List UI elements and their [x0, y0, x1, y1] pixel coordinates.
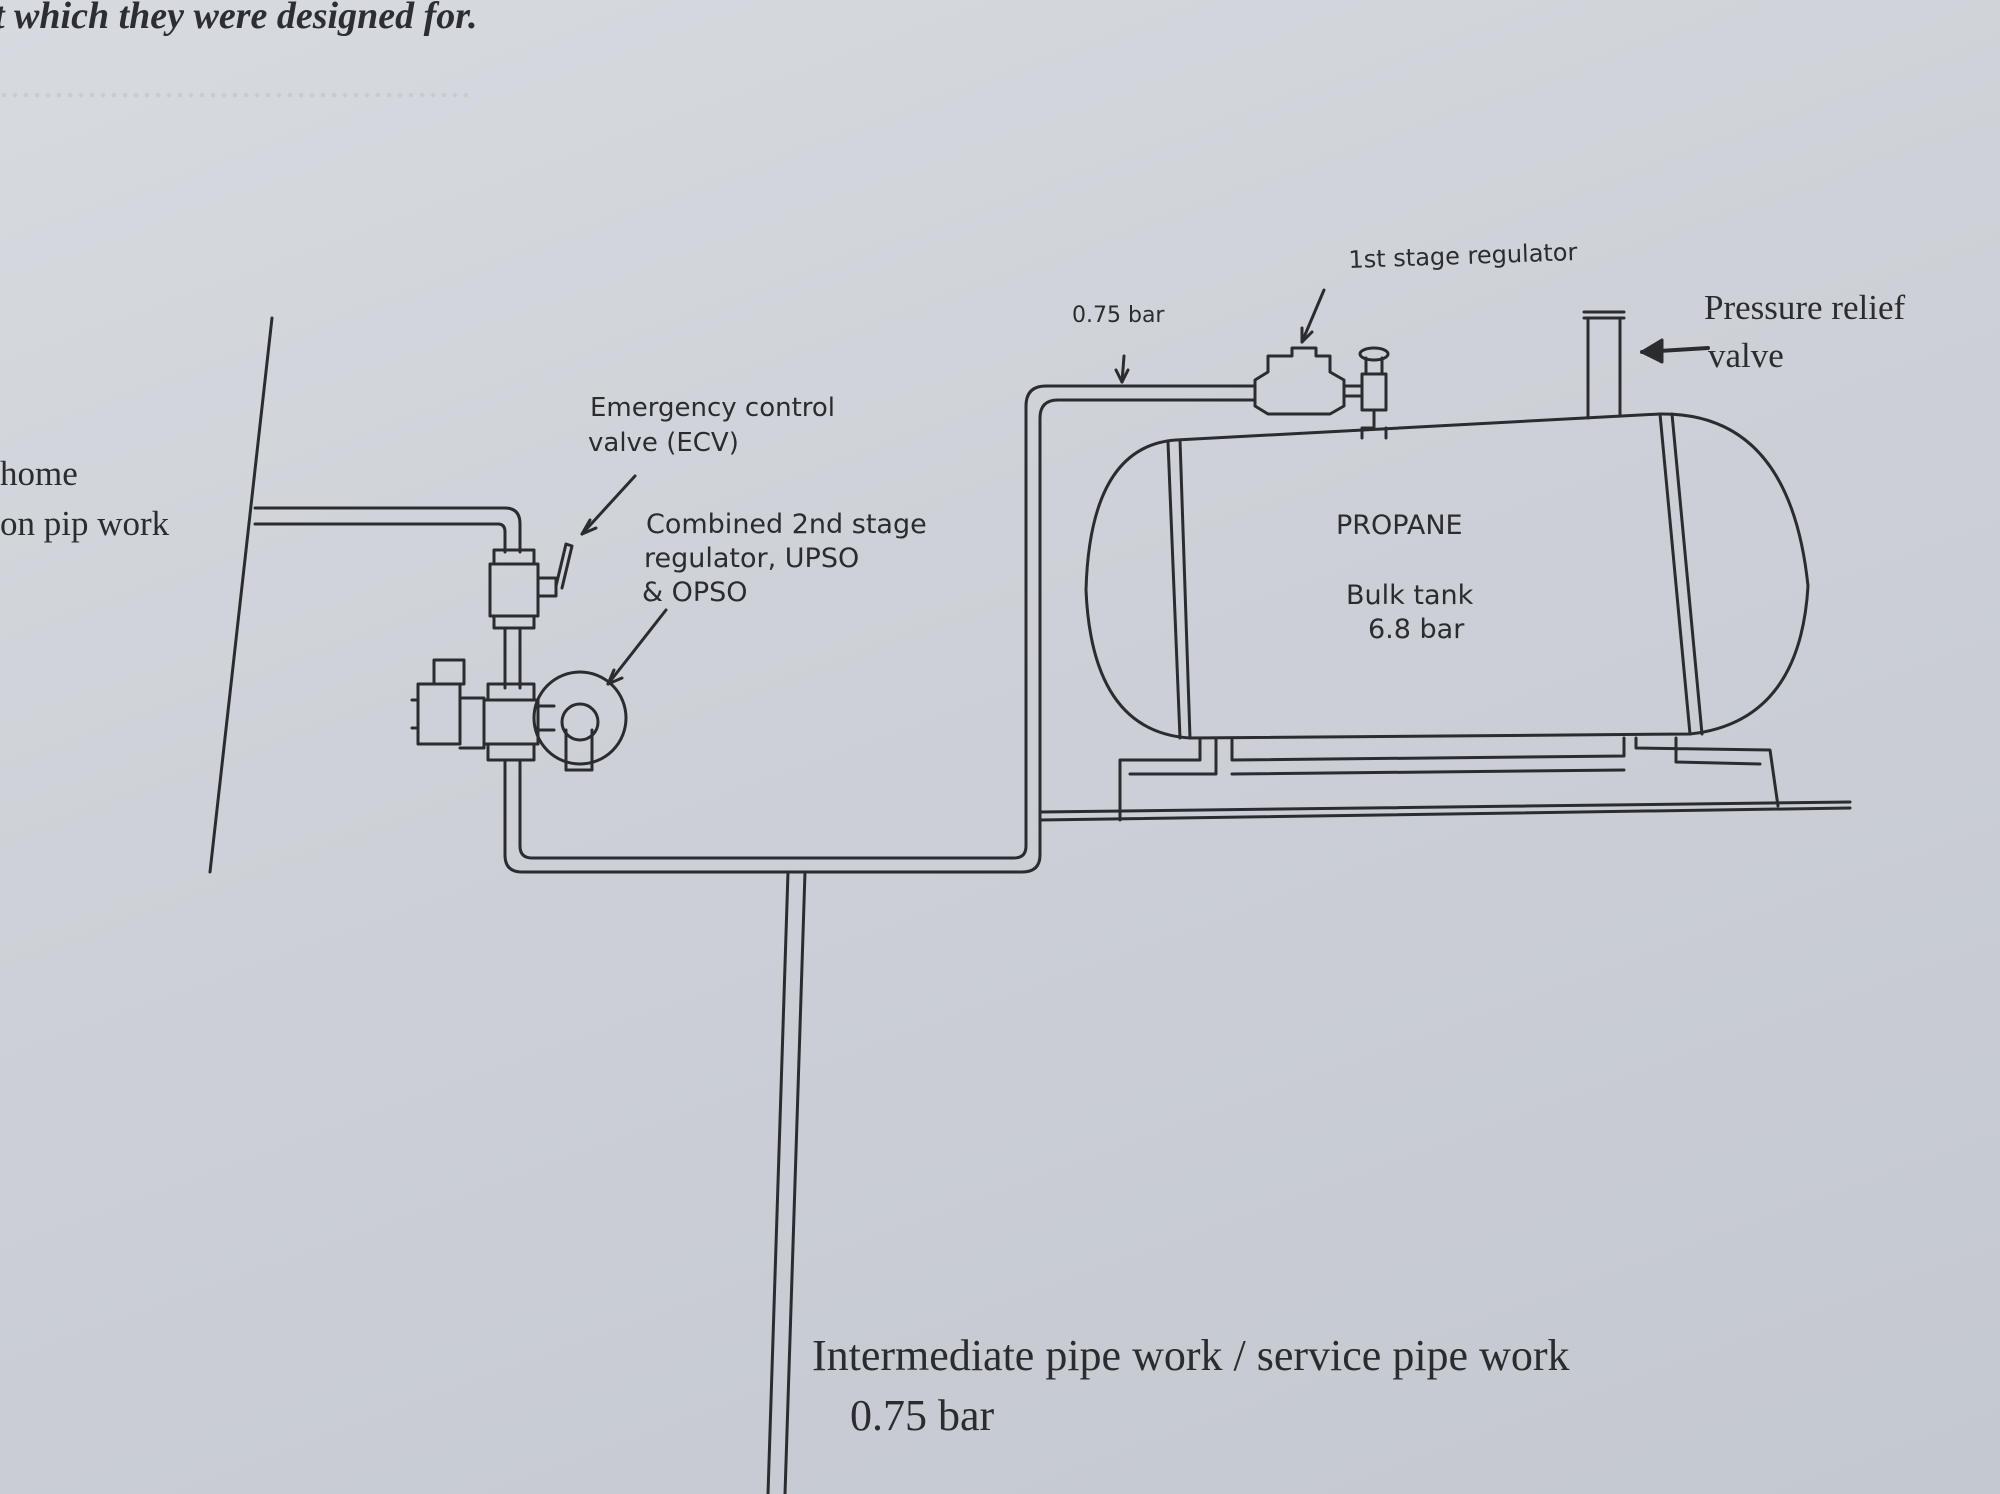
first-stage-leader	[1300, 288, 1326, 344]
tank-base	[1038, 736, 1852, 822]
house-wall-line	[208, 316, 274, 874]
relief-label-line2: valve	[1708, 336, 1784, 375]
combined-leader	[606, 608, 668, 686]
relief-label-line1: Pressure relief	[1704, 288, 1906, 327]
propane-tank	[1084, 412, 1810, 740]
header-text: t which they were designed for.	[0, 0, 478, 37]
ecv-label-line1: Emergency control	[590, 393, 836, 423]
combined-label-line1: Combined 2nd stage	[646, 509, 927, 540]
bottom-label-line1: Intermediate pipe work / service pipe wo…	[812, 1331, 1570, 1380]
tank-subtitle-line1: Bulk tank	[1346, 580, 1474, 611]
first-stage-regulator	[1253, 346, 1390, 440]
ecv-leader	[580, 474, 637, 536]
house-pipe	[253, 506, 522, 554]
tank-subtitle-line2: 6.8 bar	[1368, 614, 1465, 645]
pressure-label-top: 0.75 bar	[1072, 303, 1165, 328]
home-label-line2: on pip work	[0, 504, 170, 543]
combined-regulator	[410, 658, 628, 772]
combined-label-line3: & OPSO	[642, 577, 748, 608]
home-label-line1: home	[0, 454, 78, 493]
pressure-leader	[1120, 354, 1126, 384]
ecv-valve	[488, 542, 574, 630]
service-pipe	[766, 870, 790, 1494]
pressure-relief-valve	[1582, 310, 1626, 420]
combined-label-line2: regulator, UPSO	[644, 543, 860, 574]
bottom-label-line2: 0.75 bar	[850, 1391, 995, 1440]
bleed-through-text: ........................................…	[0, 61, 473, 106]
tank-title: PROPANE	[1336, 510, 1463, 541]
ecv-label-line2: valve (ECV)	[588, 428, 739, 458]
